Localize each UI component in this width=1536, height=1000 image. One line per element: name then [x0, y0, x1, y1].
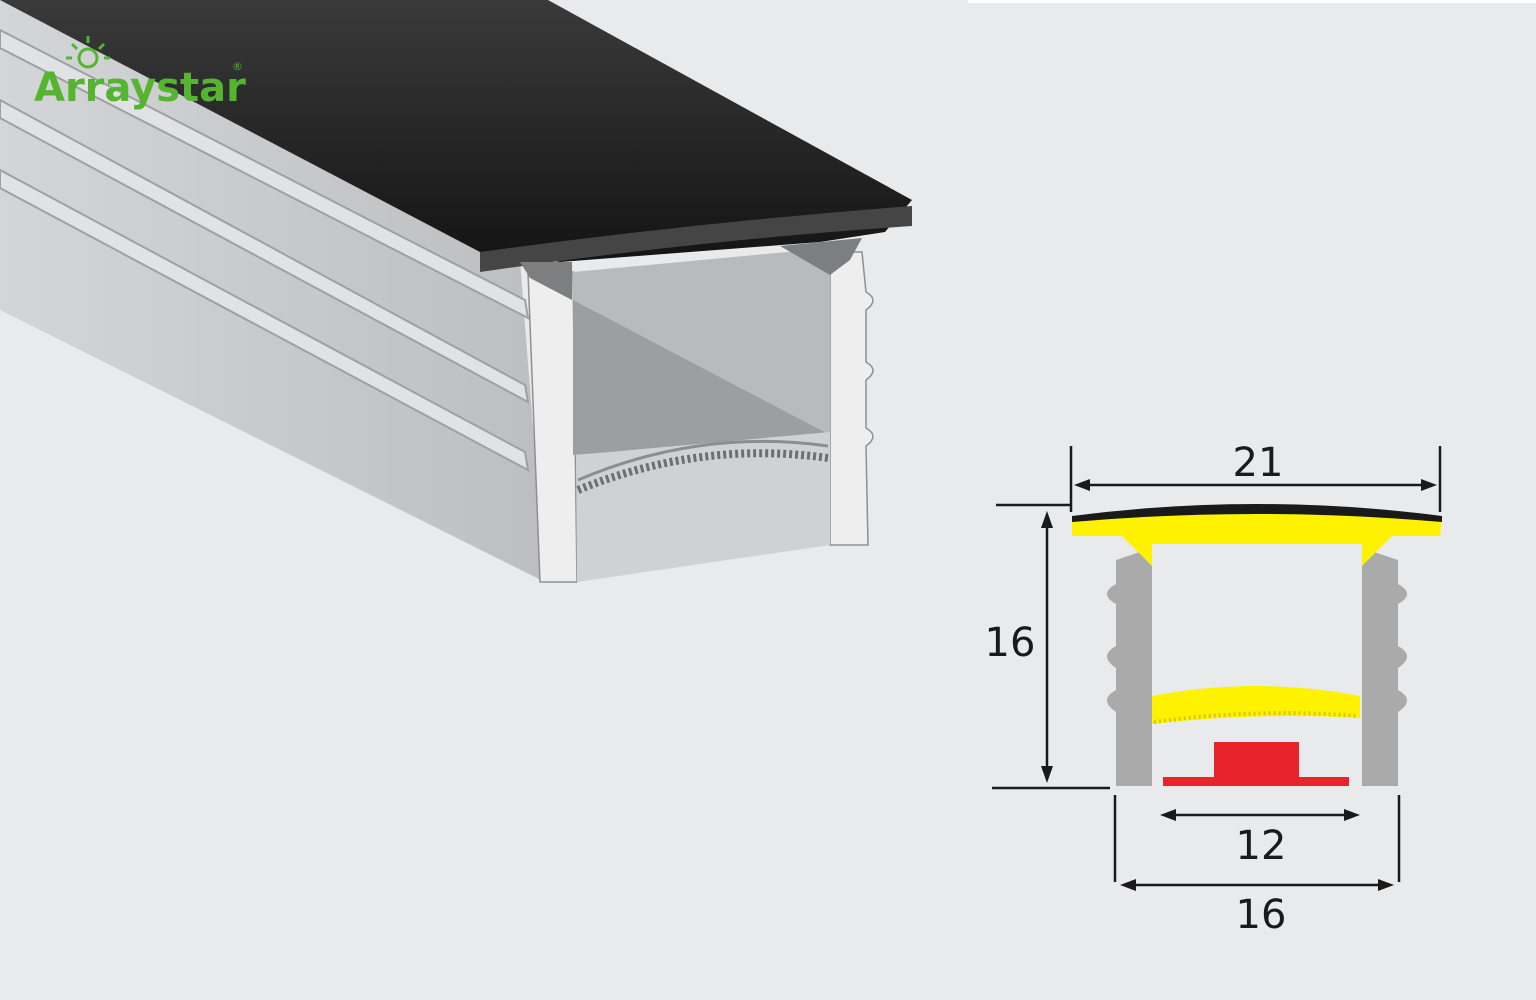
- profile-cover-top: [0, 0, 912, 262]
- profile-cap-wedge-left: [520, 262, 572, 300]
- logo-text: Arraystar: [34, 65, 246, 111]
- led-chip: [1214, 742, 1299, 778]
- dimension-top-width-label: 21: [1233, 440, 1284, 486]
- dimension-top-width: [1069, 446, 1442, 512]
- dimension-bottom-width: [1113, 795, 1401, 891]
- sun-icon: [66, 36, 110, 69]
- profile-cover-front: [480, 206, 912, 272]
- dimension-inner-width: [1160, 809, 1360, 821]
- housing-right-wall: [1362, 548, 1407, 786]
- dimension-inner-width-label: 12: [1236, 823, 1287, 869]
- profile-ridge-3: [0, 168, 530, 472]
- brand-logo: Arraystar ®: [34, 36, 246, 111]
- profile-cap-wedge-right: [780, 238, 862, 275]
- dimension-height: [992, 503, 1110, 790]
- profile-side-face: [0, 0, 545, 582]
- diffuser-inner-teeth: [1153, 711, 1359, 724]
- housing-left-wall: [1107, 548, 1152, 786]
- profile-diffuser-edge: [576, 449, 829, 494]
- led-strip-base: [1163, 777, 1349, 786]
- profile-diffuser-top: [577, 439, 829, 482]
- profile-inner-floor: [576, 432, 830, 582]
- top-rule: [968, 0, 1536, 3]
- registered-mark: ®: [232, 60, 243, 73]
- dimension-height-label: 16: [985, 620, 1036, 666]
- profile-3d-render: [0, 0, 912, 583]
- cross-section-drawing: 21 16 12 16: [985, 440, 1442, 938]
- diffuser-inner: [1152, 686, 1360, 724]
- diffuser-top: [1072, 509, 1442, 566]
- profile-ridge-2: [0, 98, 530, 404]
- profile-right-wall: [829, 251, 874, 546]
- dimension-bottom-width-label: 16: [1236, 892, 1287, 938]
- profile-inner-slope: [573, 300, 830, 455]
- profile-ridge-1: [0, 28, 530, 320]
- cover-strip: [1072, 504, 1442, 522]
